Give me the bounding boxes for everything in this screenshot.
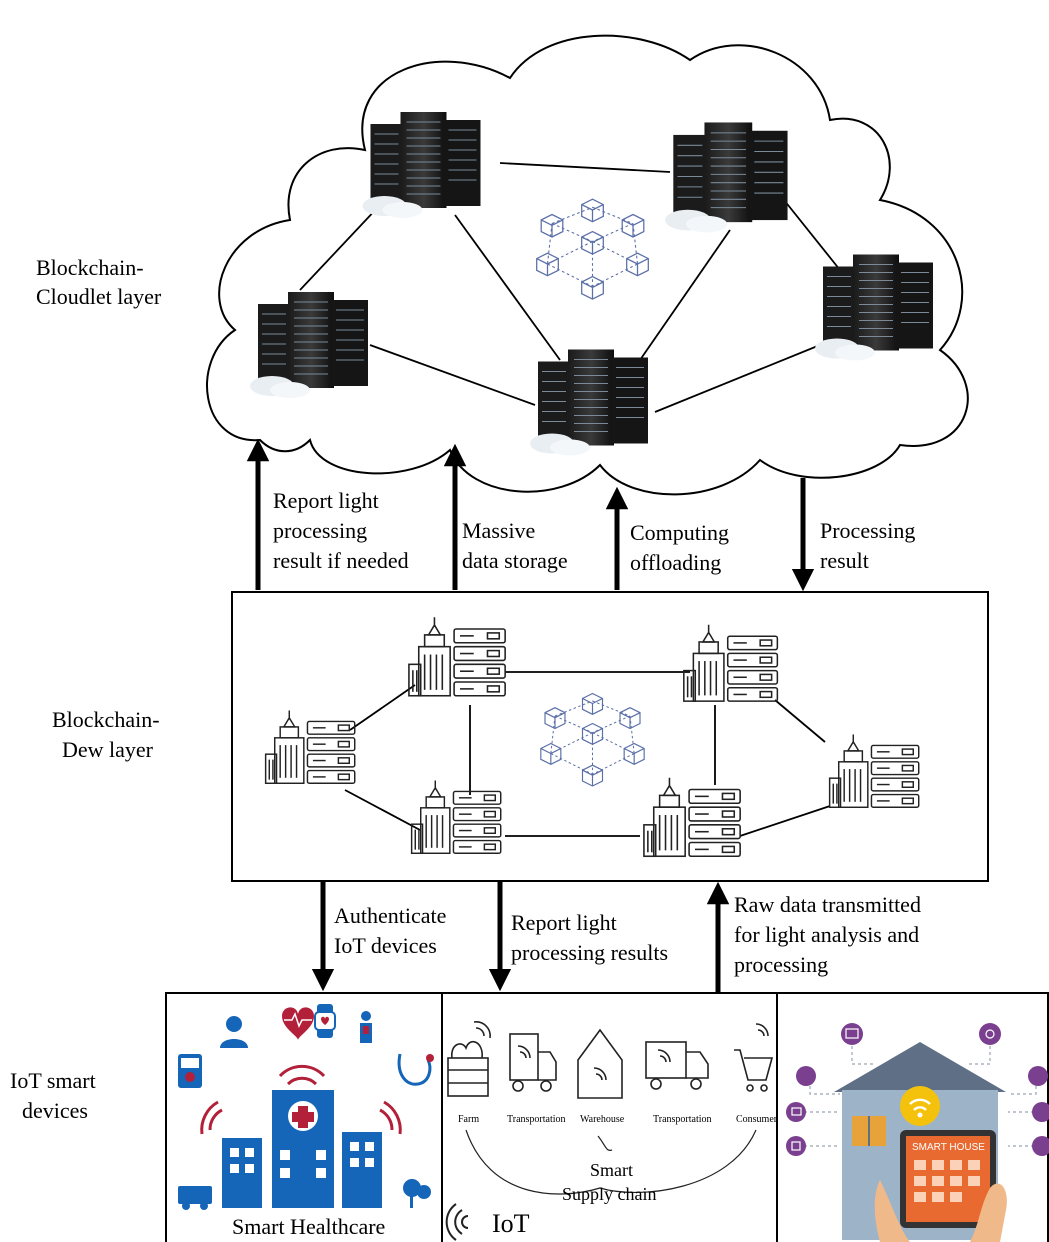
healthcare-panel: Smart Healthcare: [178, 1004, 434, 1239]
svg-text:result if needed: result if needed: [273, 548, 409, 573]
shopping-cart-icon: [734, 1023, 774, 1092]
wifi-icon: [200, 1064, 402, 1135]
supply-chain-panel: Farm Transportation Warehouse Transporta…: [445, 1021, 778, 1241]
stethoscope-icon: [397, 1053, 432, 1086]
wifi-bulb-icon: [900, 1086, 940, 1126]
smart-house-tablet: SMART HOUSE: [900, 1130, 996, 1228]
svg-text:processing results: processing results: [511, 940, 668, 965]
stage-transportation-1: Transportation: [507, 1114, 566, 1125]
smartwatch-icon: [314, 1004, 336, 1038]
svg-text:Blockchain-: Blockchain-: [36, 255, 144, 280]
svg-text:Processing: Processing: [820, 518, 915, 543]
svg-text:Report light: Report light: [511, 910, 617, 935]
svg-text:Report light: Report light: [273, 488, 379, 513]
dew-links: [344, 671, 831, 837]
arrow-massive-storage-up: Massive data storage: [443, 443, 568, 590]
doctor-icon: [220, 1016, 248, 1048]
svg-text:devices: devices: [22, 1098, 88, 1123]
ambulance-icon: [178, 1186, 212, 1210]
supply-chain-arc: [465, 1129, 757, 1195]
svg-text:Massive: Massive: [462, 518, 535, 543]
blood-pressure-icon: [178, 1054, 202, 1088]
stage-warehouse: Warehouse: [580, 1114, 625, 1125]
dew-layer-box: [231, 591, 989, 882]
iot-signal-icon: [445, 1203, 469, 1241]
arrow-report-light-up: Report light processing result if needed: [246, 438, 409, 590]
iot-text: IoT: [492, 1209, 530, 1238]
smart-house-panel: SMART HOUSE: [786, 1023, 1049, 1242]
cloudlet-layer-label: Blockchain- Cloudlet layer: [36, 255, 162, 309]
svg-text:processing: processing: [273, 518, 367, 543]
hands-icon: [874, 1180, 1007, 1242]
supply-chain-title-2: Supply chain: [562, 1184, 657, 1204]
house-roof: [834, 1042, 1006, 1092]
tree-icon: [403, 1179, 431, 1208]
produce-crate-icon: [447, 1021, 491, 1097]
stage-transportation-2: Transportation: [653, 1114, 712, 1125]
svg-text:for light analysis and: for light analysis and: [734, 922, 919, 947]
svg-text:data storage: data storage: [462, 548, 568, 573]
patient-icon: [360, 1011, 372, 1043]
cloudlet-server-2: [665, 121, 789, 234]
arrow-computing-offloading-up: Computing offloading: [605, 486, 729, 590]
smart-house-label: SMART HOUSE: [912, 1142, 985, 1153]
arrow-raw-data-up: Raw data transmitted for light analysis …: [706, 881, 921, 993]
svg-text:result: result: [820, 548, 869, 573]
cloudlet-server-1: [361, 111, 482, 219]
svg-text:Cloudlet layer: Cloudlet layer: [36, 284, 162, 309]
stage-farm: Farm: [458, 1114, 479, 1125]
svg-text:processing: processing: [734, 952, 828, 977]
cloudlet-server-5: [815, 253, 934, 362]
svg-text:Computing: Computing: [630, 520, 729, 545]
svg-text:Raw data transmitted: Raw data transmitted: [734, 892, 921, 917]
stage-consumer: Consumer: [736, 1114, 778, 1125]
arrow-processing-result-down: Processing result: [791, 478, 915, 592]
svg-text:Dew layer: Dew layer: [62, 737, 154, 762]
cloudlet-server-4: [530, 348, 649, 457]
dew-layer-label: Blockchain- Dew layer: [52, 707, 160, 762]
svg-text:IoT devices: IoT devices: [334, 933, 437, 958]
svg-text:Authenticate: Authenticate: [334, 903, 446, 928]
arrow-report-results-down: Report light processing results: [488, 882, 668, 992]
svg-text:Blockchain-: Blockchain-: [52, 707, 160, 732]
cloudlet-links: [299, 162, 841, 413]
healthcare-caption: Smart Healthcare: [232, 1214, 385, 1239]
truck-icon-1: [509, 1033, 557, 1092]
svg-text:IoT smart: IoT smart: [10, 1068, 96, 1093]
warehouse-icon: [577, 1028, 623, 1099]
iot-layer-label: IoT smart devices: [10, 1068, 96, 1123]
hospital-building-icon: [222, 1090, 382, 1208]
arrow-authenticate-down: Authenticate IoT devices: [311, 882, 446, 992]
svg-text:offloading: offloading: [630, 550, 721, 575]
cloudlet-server-3: [250, 291, 369, 399]
truck-icon-2: [645, 1041, 709, 1090]
supply-chain-title-1: Smart: [590, 1160, 633, 1180]
